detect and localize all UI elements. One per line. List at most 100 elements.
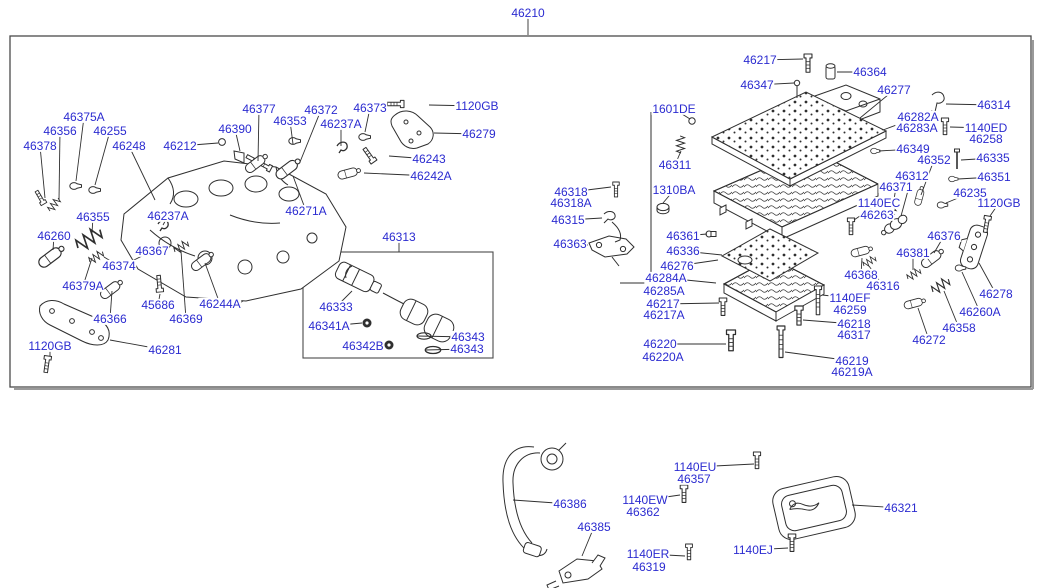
part-label-46362[interactable]: 46362 [625,504,661,519]
part-label-46343[interactable]: 46343 [450,329,486,344]
part-label-46378[interactable]: 46378 [22,138,58,153]
part-label-46314[interactable]: 46314 [976,97,1012,112]
part-label-46318[interactable]: 46318 [553,184,589,199]
part-label-46237A[interactable]: 46237A [146,208,190,223]
part-label-46311[interactable]: 46311 [657,157,693,172]
part-label-46218[interactable]: 46218 [836,316,872,331]
part-label-46347[interactable]: 46347 [739,77,775,92]
part-label-46335[interactable]: 46335 [975,150,1011,165]
part-label-46352[interactable]: 46352 [916,152,952,167]
part-label-46376[interactable]: 46376 [926,228,962,243]
part-label-46369[interactable]: 46369 [168,311,204,326]
part-label-46235[interactable]: 46235 [952,185,988,200]
part-label-46237A[interactable]: 46237A [319,116,363,131]
part-label-1140ER[interactable]: 1140ER [625,546,671,561]
part-label-1120GB[interactable]: 1120GB [976,195,1022,210]
part-label-46336[interactable]: 46336 [665,243,701,258]
part-label-46272[interactable]: 46272 [911,332,947,347]
part-label-1140EU[interactable]: 1140EU [672,459,718,474]
part-label-46371[interactable]: 46371 [878,179,914,194]
part-label-46281[interactable]: 46281 [147,342,183,357]
rod-glyph [611,221,622,243]
part-label-46219[interactable]: 46219 [834,353,870,368]
part-label-1120GB[interactable]: 1120GB [27,338,73,353]
part-label-46271A[interactable]: 46271A [284,203,328,218]
part-label-46217[interactable]: 46217 [645,296,681,311]
part-label-46217[interactable]: 46217 [742,52,778,67]
part-label-46283A[interactable]: 46283A [895,120,939,135]
part-label-1140ED[interactable]: 1140ED [963,120,1009,135]
part-label-46277[interactable]: 46277 [876,82,912,97]
part-label-46349[interactable]: 46349 [895,141,931,156]
part-label-46243[interactable]: 46243 [411,151,447,166]
part-label-46374[interactable]: 46374 [101,258,137,273]
part-label-46379A[interactable]: 46379A [61,278,105,293]
part-label-46355[interactable]: 46355 [75,209,111,224]
part-label-46319[interactable]: 46319 [631,559,667,574]
part-label-46258[interactable]: 46258 [968,131,1004,146]
part-label-46248[interactable]: 46248 [111,138,147,153]
part-label-46377[interactable]: 46377 [241,101,277,116]
part-label-46279[interactable]: 46279 [461,126,497,141]
part-label-46364[interactable]: 46364 [852,64,888,79]
valve-train-glyph [881,214,908,236]
clip-glyph [930,91,945,113]
part-label-46282A[interactable]: 46282A [896,109,940,124]
part-label-46343[interactable]: 46343 [449,341,485,356]
part-label-46263[interactable]: 46263 [859,207,895,222]
part-label-46361[interactable]: 46361 [665,228,701,243]
separator-plate [710,91,888,187]
part-label-46385[interactable]: 46385 [576,519,612,534]
part-label-46386[interactable]: 46386 [552,496,588,511]
part-label-46278[interactable]: 46278 [978,286,1014,301]
part-label-46318A[interactable]: 46318A [549,195,593,210]
part-label-1140EW[interactable]: 1140EW [621,492,669,507]
part-label-46368[interactable]: 46368 [843,267,879,282]
part-label-46285A[interactable]: 46285A [642,283,686,298]
part-label-46367[interactable]: 46367 [134,243,170,258]
part-label-46242A[interactable]: 46242A [409,168,453,183]
part-label-1120GB[interactable]: 1120GB [454,98,500,113]
part-label-1601DE[interactable]: 1601DE [651,101,697,116]
part-label-46321[interactable]: 46321 [883,500,919,515]
part-label-46372[interactable]: 46372 [303,102,339,117]
part-label-46357[interactable]: 46357 [676,471,712,486]
part-label-46220[interactable]: 46220 [642,336,678,351]
part-label-46363[interactable]: 46363 [552,236,588,251]
part-label-46313[interactable]: 46313 [381,229,417,244]
part-label-1140EC[interactable]: 1140EC [856,195,902,210]
part-label-46255[interactable]: 46255 [92,123,128,138]
part-label-46353[interactable]: 46353 [272,113,308,128]
part-label-46390[interactable]: 46390 [217,121,253,136]
part-label-46220A[interactable]: 46220A [641,349,685,364]
part-label-46375A[interactable]: 46375A [62,109,106,124]
part-label-46358[interactable]: 46358 [941,320,977,335]
part-label-46381[interactable]: 46381 [895,245,931,260]
part-label-46333[interactable]: 46333 [318,299,354,314]
part-label-46244A[interactable]: 46244A [198,296,242,311]
part-label-46315[interactable]: 46315 [550,212,586,227]
part-label-46366[interactable]: 46366 [92,311,128,326]
part-label-45686[interactable]: 45686 [140,297,176,312]
part-label-46276[interactable]: 46276 [659,258,695,273]
part-label-1140EJ[interactable]: 1140EJ [732,542,774,557]
part-label-1310BA[interactable]: 1310BA [651,182,697,197]
part-label-46356[interactable]: 46356 [42,123,78,138]
part-label-46219A[interactable]: 46219A [830,364,874,379]
part-label-46312[interactable]: 46312 [894,168,930,183]
part-label-46373[interactable]: 46373 [352,100,388,115]
part-label-46260A[interactable]: 46260A [958,304,1002,319]
part-label-46284A[interactable]: 46284A [644,270,688,285]
part-label-46341A[interactable]: 46341A [307,318,351,333]
part-label-46210[interactable]: 46210 [510,5,546,20]
part-label-46212[interactable]: 46212 [162,138,198,153]
part-label-46217A[interactable]: 46217A [642,307,686,322]
part-label-46259[interactable]: 46259 [832,302,868,317]
part-label-1140EF[interactable]: 1140EF [828,290,872,305]
part-label-46260[interactable]: 46260 [36,228,72,243]
part-label-46317[interactable]: 46317 [836,327,872,342]
part-label-46342B[interactable]: 46342B [341,338,385,353]
part-label-46351[interactable]: 46351 [976,169,1012,184]
part-label-46316[interactable]: 46316 [865,278,901,293]
